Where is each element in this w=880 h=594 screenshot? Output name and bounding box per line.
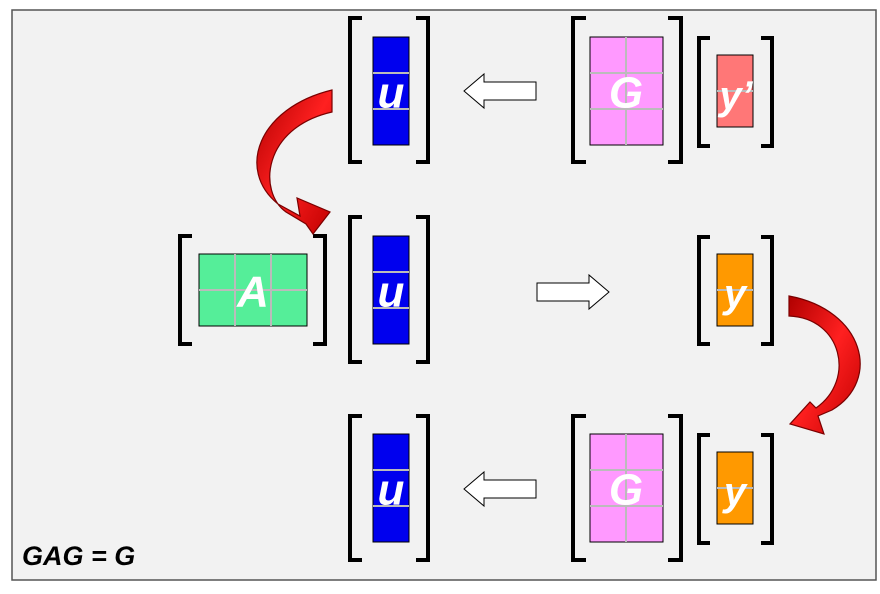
caption-gag-equals-g: GAG = G — [22, 541, 135, 571]
y-label-bottom: y — [722, 470, 748, 514]
hollow-left-arrow-bottom — [463, 470, 537, 508]
y-prime-label-top: y’ — [717, 74, 753, 118]
u-vector-middle: u — [348, 215, 430, 364]
a-matrix: A — [178, 234, 327, 346]
hollow-right-arrow-middle — [536, 273, 610, 311]
y-vector-bottom: y — [697, 433, 774, 545]
u-vector-top: u — [348, 16, 430, 164]
g-matrix-top: G — [571, 16, 683, 164]
u-label-middle: u — [378, 268, 405, 317]
u-label-bottom: u — [378, 466, 405, 515]
u-vector-bottom: u — [348, 414, 430, 562]
hollow-left-arrow-top — [463, 72, 537, 110]
g-label-top: G — [609, 69, 643, 118]
curved-red-arrow-right — [788, 295, 861, 435]
y-vector-middle: y — [697, 235, 774, 346]
y-label-middle: y — [722, 272, 748, 316]
g-label-bottom: G — [609, 466, 643, 515]
a-label: A — [236, 268, 269, 317]
g-matrix-bottom: G — [571, 414, 683, 562]
u-label-top: u — [378, 69, 405, 118]
curved-red-arrow-left — [256, 89, 333, 236]
y-prime-vector-top: y’ — [697, 36, 774, 148]
